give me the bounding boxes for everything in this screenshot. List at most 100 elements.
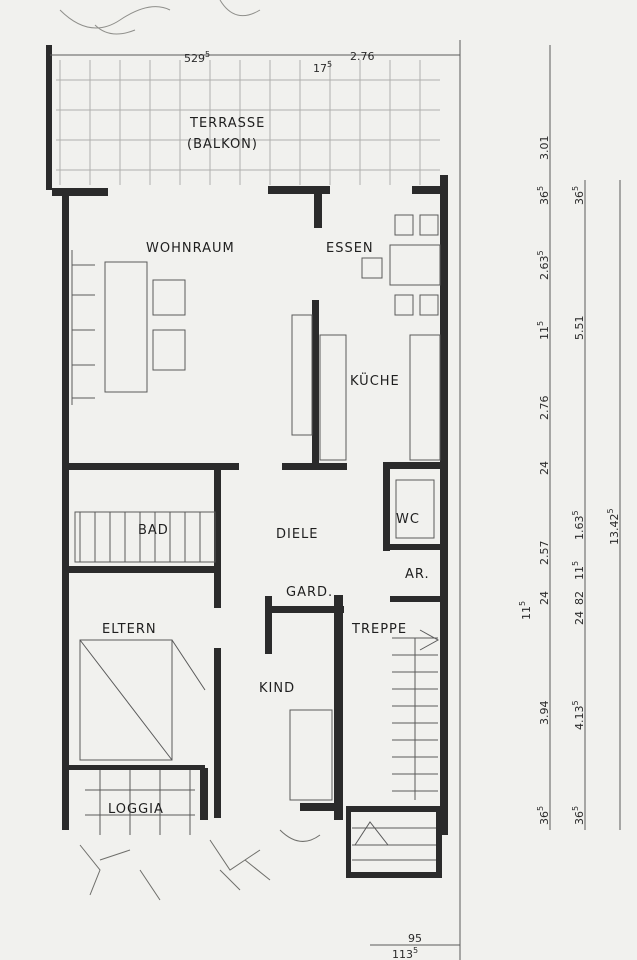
dim-36b: 365 [571, 186, 586, 205]
label-loggia: LOGGIA [108, 802, 164, 817]
dim-wc-depth: 1.635 [571, 510, 586, 540]
north-wall-east [412, 186, 448, 194]
dim-82: 82 [573, 591, 586, 605]
bath-hatch [79, 512, 201, 562]
bath-east-wall [214, 470, 221, 568]
garden-sketch-bottom [79, 829, 321, 901]
dim-bath-depth: 2.57 [538, 541, 551, 566]
dim-kitchen-depth: 2.76 [538, 396, 551, 421]
bed-diagonal [79, 639, 206, 761]
dim-top-width: 5295 [184, 50, 210, 65]
label-eltern: ELTERN [102, 622, 157, 637]
dim-24a: 24 [538, 461, 551, 475]
dim-36a: 365 [536, 186, 551, 205]
wc-south-wall [390, 544, 440, 550]
dim-11b: 115 [571, 561, 586, 580]
entry-west-wall [346, 812, 351, 878]
chair-b [419, 214, 439, 236]
stair-south-wall [346, 806, 440, 812]
terrace-west-post [46, 45, 52, 190]
loggia-east-wall [200, 768, 208, 820]
sofa [104, 261, 148, 393]
chair-c [361, 257, 383, 279]
bath-south-wall [69, 566, 221, 573]
dim-11c: 115 [518, 601, 533, 620]
garden-sketch-top [59, 0, 261, 35]
label-kind: KIND [259, 681, 295, 696]
eltern-east-wall [214, 648, 221, 818]
exterior-walls [46, 45, 448, 835]
stair-arrow [419, 629, 440, 651]
hall-cabinet [291, 314, 313, 436]
dim-essen-depth: 2.635 [536, 250, 551, 280]
chair-d [394, 294, 414, 316]
entry-south-wall [346, 872, 442, 878]
dim-bottom-113: 1135 [392, 946, 418, 960]
label-terrasse: TERRASSE [189, 116, 265, 131]
shelf-wall [71, 250, 95, 405]
label-ar: AR. [405, 567, 430, 582]
dim-bedroom-depth: 3.94 [538, 701, 551, 726]
interior-walls [69, 300, 442, 878]
north-wall-mid [268, 186, 330, 194]
dim-living-depth: 5.51 [573, 316, 586, 341]
dimension-labels: 5295 2.76 175 3.01 365 365 2.635 115 5.5… [184, 50, 621, 960]
loggia-hatch [85, 770, 195, 835]
kind-south-wall [300, 803, 340, 811]
furniture [71, 214, 441, 861]
label-essen: ESSEN [326, 241, 374, 256]
west-wall [62, 190, 69, 830]
dim-36d: 365 [571, 806, 586, 825]
dim-36c: 365 [536, 806, 551, 825]
label-bad: BAD [138, 523, 169, 538]
gard-wall-left [265, 596, 272, 654]
dim-24c: 24 [573, 611, 586, 625]
kind-east-wall [334, 595, 343, 820]
counter-right [409, 334, 441, 461]
entry-steps [352, 827, 436, 861]
kind-desk [289, 709, 333, 801]
dim-bottom-95: 95 [408, 932, 422, 945]
hall-north-wall [282, 463, 347, 470]
label-diele: DIELE [276, 527, 319, 542]
kitchen-partition [312, 300, 319, 470]
dim-top-small: 2.76 [350, 50, 375, 63]
essen-pillar [314, 194, 322, 228]
label-wc: WC [396, 512, 420, 527]
eltern-loggia-wall [69, 765, 205, 770]
dining-table [389, 244, 441, 286]
dim-24b: 24 [538, 591, 551, 605]
terrace-hatching [56, 60, 440, 185]
bathtub [74, 511, 216, 563]
bed [79, 639, 173, 761]
label-gard: GARD. [286, 585, 333, 600]
north-wall-west [52, 188, 108, 196]
kitchen-south-wall [383, 462, 440, 469]
chair-e [419, 294, 439, 316]
east-wall [440, 175, 448, 835]
stair-treads [392, 637, 438, 800]
wc-bowl [395, 479, 435, 539]
dim-bedroom-outer: 4.135 [571, 700, 586, 730]
wc-west-wall [383, 469, 390, 551]
gard-wall-top [272, 606, 344, 613]
living-south-wall [69, 463, 239, 470]
dim-total-depth: 13.425 [606, 508, 621, 545]
dim-top-17: 175 [313, 60, 332, 75]
dim-terrace-depth: 3.01 [538, 136, 551, 161]
dimension-lines [50, 40, 621, 960]
label-treppe: TREPPE [351, 622, 407, 637]
label-wohnraum: WOHNRAUM [146, 241, 235, 256]
armchair-1 [152, 279, 186, 316]
label-kueche: KÜCHE [350, 372, 400, 389]
room-labels: TERRASSE (BALKON) WOHNRAUM ESSEN KÜCHE B… [102, 116, 430, 817]
dim-11a: 115 [536, 321, 551, 340]
chair-a [394, 214, 414, 236]
ar-south-wall [390, 596, 440, 602]
eltern-east-wall-top [214, 573, 221, 608]
counter-left [319, 334, 347, 461]
armchair-2 [152, 329, 186, 371]
label-balkon: (BALKON) [187, 137, 258, 152]
